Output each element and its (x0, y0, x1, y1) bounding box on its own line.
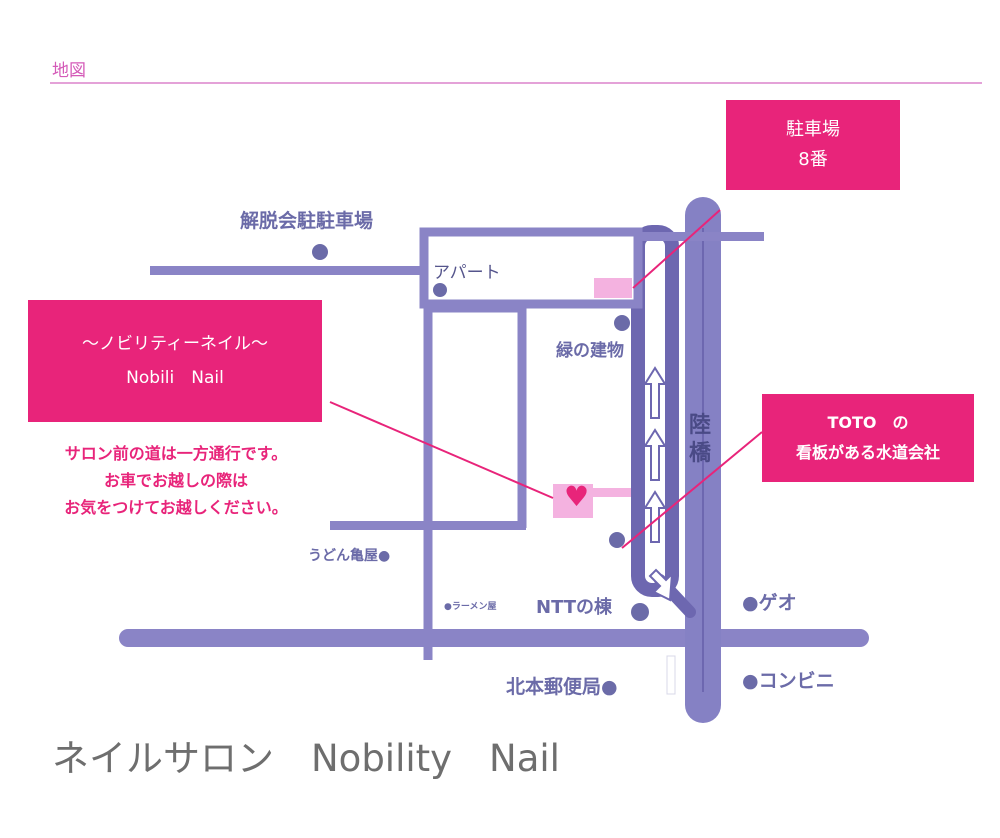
salon-callout: 〜ノビリティーネイル〜 Nobili Nail (28, 300, 322, 422)
toto-callout-desc: 看板がある水道会社 (795, 443, 940, 462)
toto-dot (609, 532, 625, 548)
salon-annex (593, 488, 631, 497)
parking-callout-title: 駐車場 (786, 119, 840, 140)
post-label: 北本郵便局● (506, 676, 618, 698)
apart-label: アパート (433, 263, 501, 283)
cross-road (330, 521, 526, 530)
rikkyo-label: 陸橋 (689, 413, 712, 466)
up-arrow-icon (643, 490, 667, 543)
kaidatsu-dot (312, 244, 328, 260)
ramen-label: ●ラーメン屋 (444, 602, 497, 612)
apart-dot (433, 283, 447, 297)
parking-leader (632, 209, 721, 289)
midori-dot (614, 315, 630, 331)
up-arrow-icon (643, 366, 667, 419)
udon-label: うどん亀屋● (308, 548, 391, 564)
kaidatsu-label: 解脱会駐駐車場 (240, 210, 374, 232)
geo-label: ●ゲオ (742, 592, 797, 614)
ntt-dot (631, 603, 649, 621)
toto-leader (621, 431, 763, 549)
salon-callout-en: Nobili Nail (126, 368, 224, 388)
parking-callout: 駐車場 8番 (726, 100, 900, 190)
heart-icon: ♥ (564, 480, 590, 513)
salon-block (553, 484, 593, 518)
parking-area (594, 278, 632, 298)
parking-callout-number: 8番 (798, 149, 828, 170)
konbini-label: ●コンビニ (742, 670, 835, 692)
upper-right-road (638, 232, 764, 241)
notice-line: お気をつけてお越しください。 (64, 498, 288, 517)
inner-road (423, 303, 527, 660)
post-lane (666, 655, 676, 695)
salon-leader (329, 401, 554, 499)
salon-callout-jp: 〜ノビリティーネイル〜 (82, 334, 268, 354)
toto-callout: TOTO の 看板がある水道会社 (762, 394, 974, 482)
up-arrow-icon (648, 568, 674, 602)
up-arrow-icon (643, 428, 667, 481)
notice-line: サロン前の道は一方通行です。 (64, 444, 288, 463)
oneway-notice: サロン前の道は一方通行です。 お車でお越しの際は お気をつけてお越しください。 (22, 440, 330, 521)
midori-label: 緑の建物 (556, 341, 624, 361)
section-title: 地図 (52, 61, 86, 81)
toto-callout-title: TOTO の (827, 413, 909, 432)
notice-line: お車でお越しの際は (103, 471, 248, 490)
section-divider (50, 82, 982, 84)
footer-title: ネイルサロン Nobility Nail (52, 737, 560, 780)
left-road (150, 266, 422, 275)
ntt-label: NTTの棟 (536, 597, 613, 618)
